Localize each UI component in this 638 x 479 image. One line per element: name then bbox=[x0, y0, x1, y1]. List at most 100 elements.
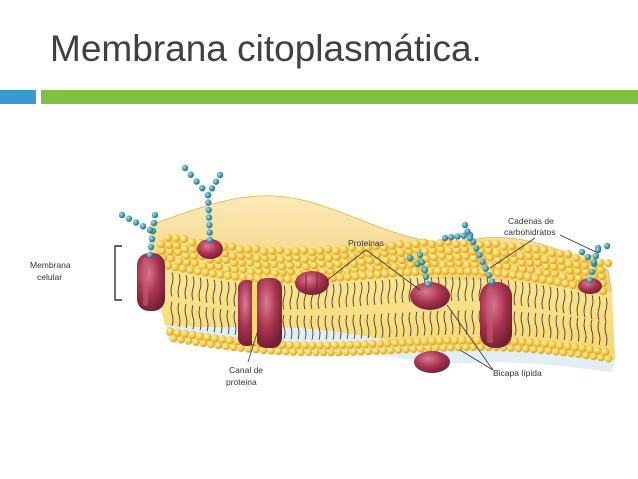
lipid-tail bbox=[401, 278, 405, 303]
phospholipid-head bbox=[236, 251, 246, 261]
phospholipid-head bbox=[383, 339, 392, 348]
phospholipid-head bbox=[529, 345, 538, 354]
glycoprotein-middle bbox=[410, 282, 450, 310]
phospholipid-head bbox=[394, 346, 403, 354]
phospholipid-head bbox=[253, 261, 263, 270]
phospholipid-head bbox=[339, 245, 349, 254]
phospholipid-head bbox=[268, 253, 278, 262]
phospholipid-head bbox=[260, 253, 270, 263]
carbohydrate-bead bbox=[592, 252, 600, 260]
transmembrane-protein-right bbox=[480, 282, 512, 348]
phospholipid-head bbox=[445, 253, 455, 263]
phospholipid-head bbox=[526, 265, 536, 274]
phospholipid-head bbox=[165, 247, 175, 256]
phospholipid-head bbox=[231, 272, 240, 281]
phospholipid-head bbox=[334, 348, 343, 357]
phospholipid-head bbox=[276, 255, 286, 264]
lipid-tail bbox=[366, 314, 370, 339]
lipid-tail bbox=[513, 311, 517, 336]
phospholipid-head bbox=[355, 245, 365, 254]
carbohydrate-bead bbox=[205, 214, 213, 221]
carbohydrate-bead bbox=[476, 251, 483, 259]
phospholipid-head bbox=[537, 346, 545, 354]
carbohydrate-chains bbox=[118, 164, 611, 288]
phospholipid-head bbox=[166, 254, 176, 263]
phospholipid-head bbox=[428, 337, 437, 346]
lipid-tail bbox=[478, 277, 482, 302]
phospholipid-head bbox=[269, 259, 279, 269]
phospholipid-head bbox=[293, 260, 303, 269]
phospholipid-head bbox=[293, 341, 302, 350]
lipid-tail bbox=[555, 315, 559, 340]
phospholipid-head bbox=[323, 245, 333, 254]
carbohydrate-bead bbox=[422, 273, 430, 280]
phospholipid-head bbox=[424, 344, 433, 353]
phospholipid-head bbox=[336, 273, 345, 282]
phospholipid-head bbox=[396, 268, 405, 277]
carbohydrate-bead bbox=[421, 266, 429, 274]
carbohydrate-bead bbox=[406, 254, 414, 262]
phospholipid-head bbox=[330, 341, 340, 350]
phospholipid-head bbox=[190, 258, 200, 267]
carbohydrate-bead bbox=[448, 234, 455, 241]
phospholipid-head bbox=[214, 341, 223, 350]
phospholipid-head bbox=[507, 242, 517, 251]
lipid-tail bbox=[338, 283, 342, 308]
lipid-tail bbox=[380, 280, 384, 305]
lipid-tail bbox=[604, 321, 608, 347]
lipid-tail bbox=[282, 285, 286, 310]
phospholipid-head bbox=[171, 234, 181, 243]
phospholipid-head bbox=[381, 269, 390, 279]
phospholipid-head bbox=[552, 347, 560, 356]
phospholipid-head bbox=[229, 258, 239, 268]
lipid-tail bbox=[590, 294, 594, 319]
phospholipid-head bbox=[494, 262, 504, 271]
carbohydrate-bead bbox=[603, 242, 611, 250]
lipid-tail bbox=[359, 281, 363, 307]
lipid-tail bbox=[317, 315, 321, 340]
phospholipid-head bbox=[483, 239, 493, 249]
phospholipid-head bbox=[485, 252, 495, 262]
lipid-tail bbox=[541, 313, 545, 338]
phospholipid-head bbox=[508, 270, 518, 280]
carbohydrate-bead bbox=[416, 251, 424, 259]
phospholipid-head bbox=[555, 341, 565, 350]
carbohydrate-bead bbox=[464, 228, 471, 235]
phospholipid-head bbox=[299, 246, 309, 255]
carbohydrate-bead bbox=[216, 171, 224, 179]
phospholipid-head bbox=[516, 251, 526, 261]
lipid-tail bbox=[345, 314, 349, 340]
phospholipid-head bbox=[163, 233, 173, 243]
phospholipid-head bbox=[223, 271, 233, 280]
lipid-tail bbox=[548, 286, 552, 311]
phospholipid-head bbox=[427, 240, 437, 249]
lipid-tail bbox=[170, 272, 174, 297]
lipid-tail bbox=[184, 304, 188, 329]
phospholipid-head bbox=[360, 340, 370, 349]
phospholipid-head bbox=[493, 255, 503, 265]
phospholipid-head bbox=[570, 343, 580, 352]
phospholipid-head bbox=[581, 267, 591, 277]
carbohydrate-bead bbox=[206, 229, 213, 236]
lipid-tail bbox=[198, 277, 202, 302]
phospholipid-head bbox=[597, 271, 607, 281]
phospholipid-head bbox=[548, 255, 558, 265]
phospholipid-head bbox=[582, 351, 590, 360]
carbohydrate-bead bbox=[148, 235, 156, 243]
phospholipid-head bbox=[522, 345, 530, 353]
carbohydrate-bead bbox=[208, 185, 216, 192]
phospholipid-head bbox=[471, 267, 480, 276]
lipid-tail bbox=[205, 307, 209, 332]
phospholipid-head bbox=[398, 338, 407, 347]
carbohydrate-bead bbox=[212, 178, 220, 185]
lipid-tail bbox=[604, 297, 608, 322]
carbohydrate-bead bbox=[578, 248, 586, 256]
phospholipid-head bbox=[218, 335, 227, 344]
phospholipid-head bbox=[462, 343, 470, 352]
phospholipid-head bbox=[225, 336, 235, 345]
lipid-tail bbox=[366, 281, 370, 306]
phospholipid-head bbox=[381, 256, 391, 265]
lipid-tail bbox=[380, 313, 384, 338]
phospholipid-head bbox=[304, 348, 313, 357]
phospholipid-head bbox=[173, 247, 183, 257]
